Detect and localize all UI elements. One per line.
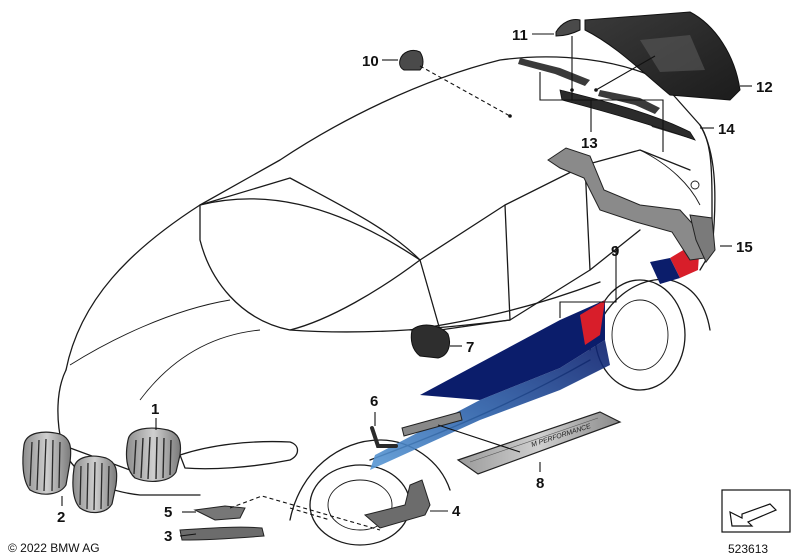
callout-14: 14 <box>718 121 735 138</box>
diagram-index-icon <box>721 489 791 533</box>
air-intake-trim[interactable] <box>193 505 246 521</box>
callout-4: 4 <box>452 503 461 520</box>
side-stripe-decal[interactable] <box>370 240 700 470</box>
front-flap[interactable] <box>363 479 431 529</box>
leader-lines <box>61 33 752 537</box>
rear-wing-lip[interactable] <box>559 89 696 141</box>
callout-5: 5 <box>164 504 172 521</box>
callout-7: 7 <box>466 339 474 356</box>
kidney-grille-pair[interactable] <box>22 431 118 514</box>
callout-8: 8 <box>536 475 544 492</box>
spoiler-fin[interactable] <box>555 19 581 37</box>
callout-13: 13 <box>581 135 598 152</box>
kidney-grille-installed[interactable] <box>125 427 182 482</box>
callout-10: 10 <box>362 53 379 70</box>
callout-3: 3 <box>164 528 172 545</box>
rear-spoiler[interactable] <box>584 11 741 101</box>
front-splitter[interactable] <box>179 526 265 541</box>
fender-trim[interactable] <box>370 426 398 448</box>
callout-1: 1 <box>151 401 159 418</box>
callout-9: 9 <box>611 243 619 260</box>
callout-numbers: 1 2 3 4 5 6 7 8 9 10 11 12 13 14 15 <box>57 27 773 545</box>
callout-15: 15 <box>736 239 753 256</box>
antenna-cover[interactable] <box>399 49 424 71</box>
copyright-notice: © 2022 BMW AG <box>8 541 100 555</box>
callout-12: 12 <box>756 79 773 96</box>
callout-2: 2 <box>57 509 65 526</box>
door-sill-plate-installed[interactable] <box>401 411 463 437</box>
callout-11: 11 <box>512 27 528 44</box>
mirror-cap[interactable] <box>410 324 451 359</box>
callout-6: 6 <box>370 393 378 410</box>
rear-diffuser[interactable] <box>547 147 716 263</box>
door-sill-plate[interactable]: M PERFORMANCE <box>456 411 622 475</box>
drawing-number: 523613 <box>728 542 769 556</box>
